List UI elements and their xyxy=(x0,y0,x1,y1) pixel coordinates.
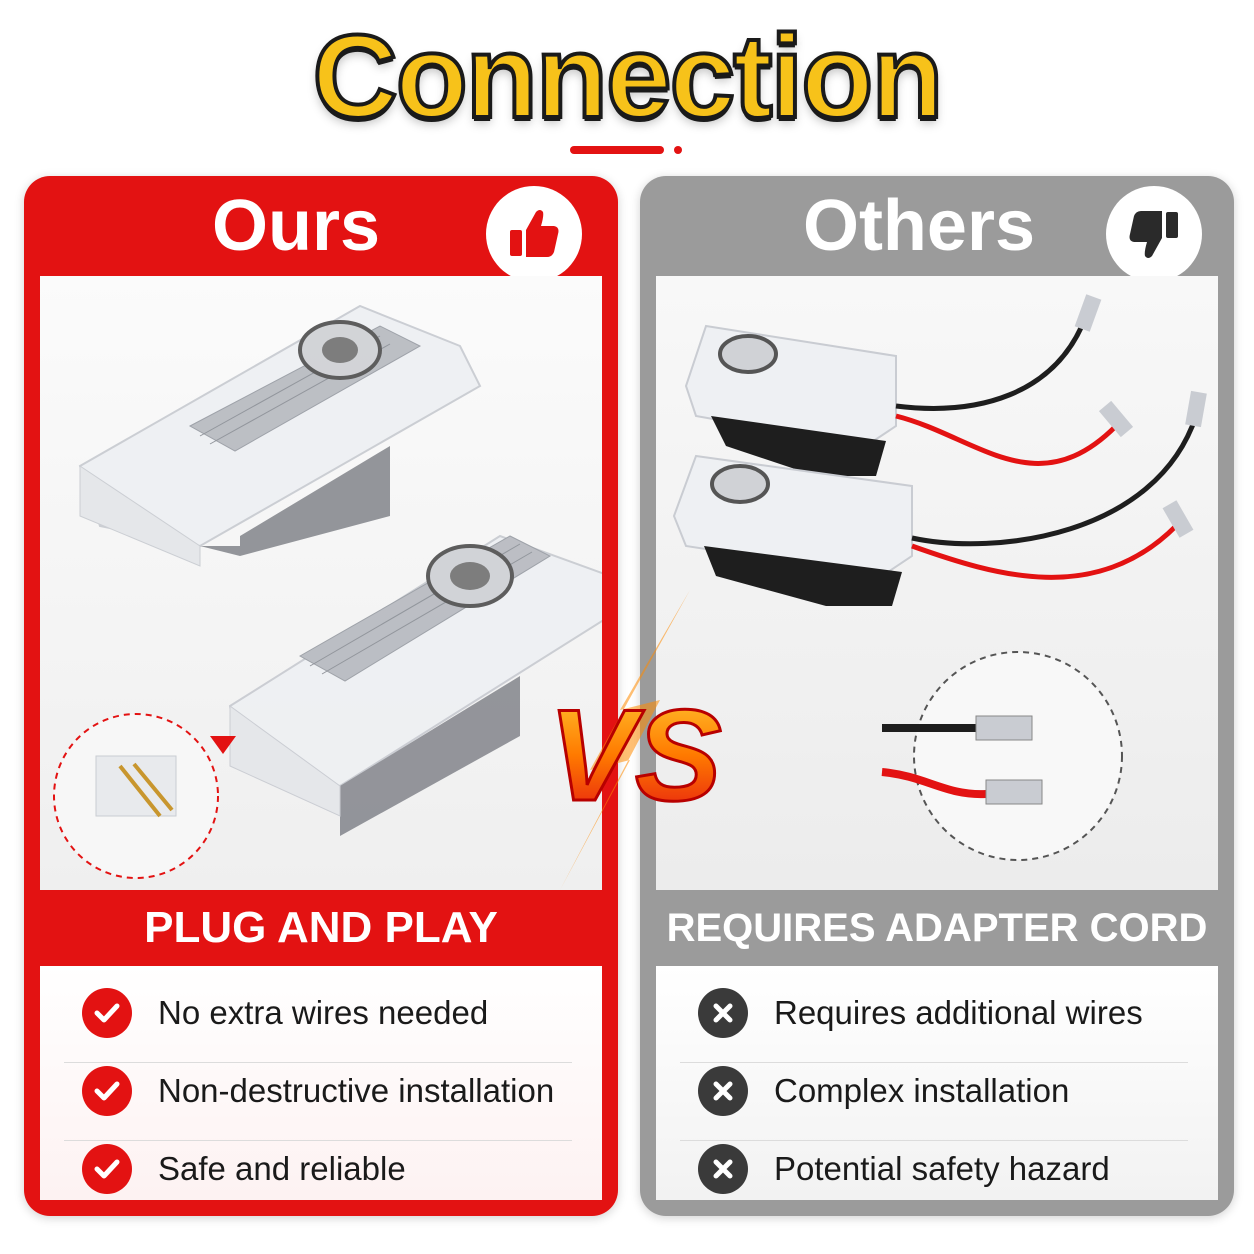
list-item: Safe and reliable xyxy=(64,1130,578,1208)
list-item: No extra wires needed xyxy=(64,974,578,1052)
others-header: Others xyxy=(640,176,1234,282)
ours-label: Ours xyxy=(211,186,381,266)
check-icon xyxy=(82,1144,132,1194)
vs-text: VS xyxy=(548,682,721,828)
list-item: Potential safety hazard xyxy=(680,1130,1194,1208)
ours-header: Ours xyxy=(24,176,618,282)
list-item: Non-destructive installation xyxy=(64,1052,578,1130)
feature-text: Potential safety hazard xyxy=(774,1150,1110,1187)
divider xyxy=(680,1140,1188,1141)
ours-feature-list: No extra wires needed Non-destructive in… xyxy=(40,966,602,1200)
thumbs-up-icon xyxy=(486,186,582,282)
divider xyxy=(64,1062,572,1063)
others-label: Others xyxy=(802,186,1036,266)
vs-graphic: VS xyxy=(547,590,723,890)
thumbs-down-icon xyxy=(1106,186,1202,282)
feature-text: No extra wires needed xyxy=(158,994,489,1031)
feature-text: Requires additional wires xyxy=(774,994,1143,1031)
ours-band: PLUG AND PLAY xyxy=(24,890,618,966)
feature-text: Safe and reliable xyxy=(158,1150,406,1187)
divider xyxy=(64,1140,572,1141)
underline-bar xyxy=(570,146,664,154)
x-icon xyxy=(698,1066,748,1116)
others-feature-list: Requires additional wires Complex instal… xyxy=(656,966,1218,1200)
feature-text: Non-destructive installation xyxy=(158,1072,555,1109)
divider xyxy=(680,1062,1188,1063)
underline-dot xyxy=(674,146,682,154)
feature-text: Complex installation xyxy=(774,1072,1070,1109)
x-icon xyxy=(698,1144,748,1194)
ours-panel: Ours xyxy=(24,176,618,1216)
list-item: Complex installation xyxy=(680,1052,1194,1130)
others-panel: Others xyxy=(640,176,1234,1216)
check-icon xyxy=(82,988,132,1038)
list-item: Requires additional wires xyxy=(680,974,1194,1052)
others-product-image xyxy=(656,276,1218,890)
page-title: Connection xyxy=(311,10,946,144)
check-icon xyxy=(82,1066,132,1116)
ours-product-image xyxy=(40,276,602,890)
x-icon xyxy=(698,988,748,1038)
others-band: REQUIRES ADAPTER CORD xyxy=(640,890,1234,966)
